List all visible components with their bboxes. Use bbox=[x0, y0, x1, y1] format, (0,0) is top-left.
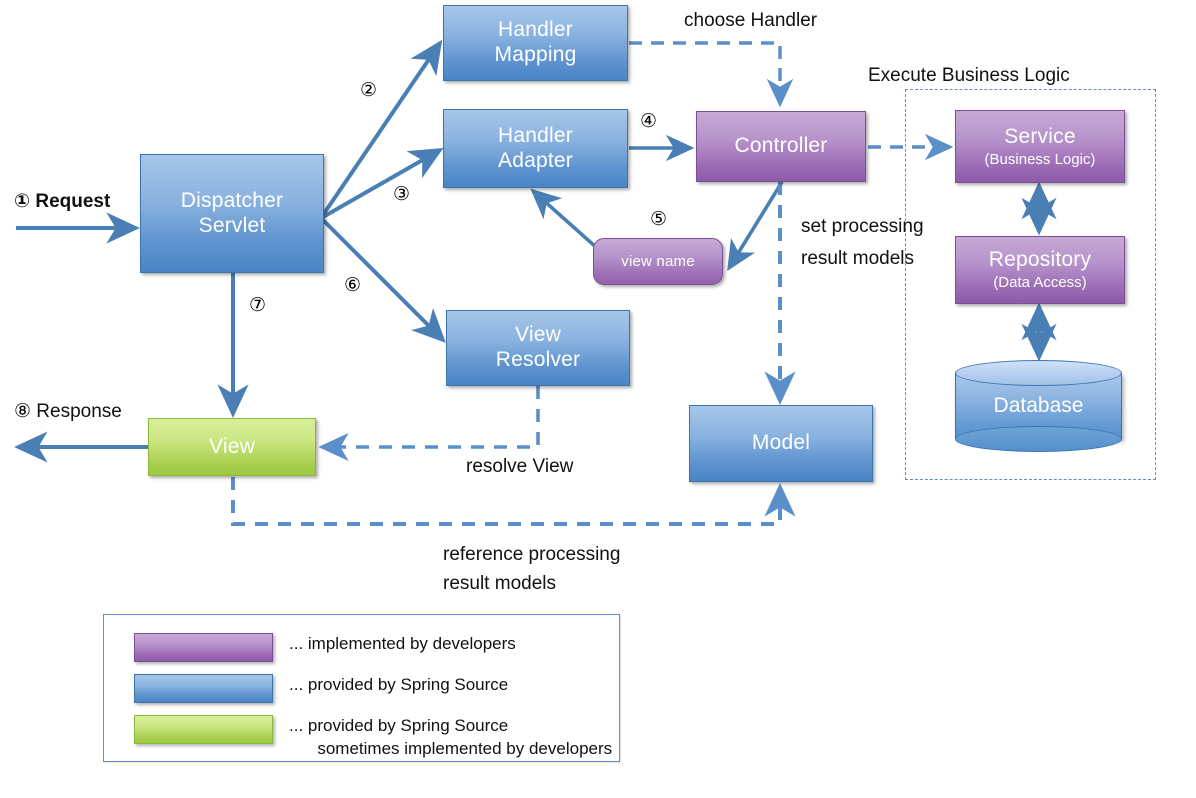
node-controller-label: Controller bbox=[734, 134, 828, 158]
node-database[interactable]: Database bbox=[955, 360, 1122, 452]
node-view-label: View bbox=[209, 434, 255, 458]
node-view-name-label: view name bbox=[621, 252, 695, 270]
label-response: ⑧ Response bbox=[14, 401, 122, 422]
database-cylinder-bottom bbox=[955, 426, 1122, 452]
wire-reference-processing-result-models bbox=[231, 477, 796, 526]
wire-5-view-name bbox=[727, 181, 784, 272]
node-handler-mapping-line1: Handler bbox=[498, 18, 573, 42]
node-view-name[interactable]: view name bbox=[593, 238, 723, 285]
node-dispatcher-servlet-line2: Servlet bbox=[198, 213, 266, 237]
label-reference-processing: reference processing bbox=[443, 544, 621, 565]
wire-2-handler-mapping bbox=[321, 39, 443, 217]
step-number-4: ④ bbox=[640, 111, 658, 132]
node-database-label: Database bbox=[993, 394, 1084, 417]
label-set-processing: set processing bbox=[801, 216, 924, 237]
label-resolve-view: resolve View bbox=[466, 456, 574, 477]
label-execute-business-logic: Execute Business Logic bbox=[868, 65, 1070, 86]
node-controller[interactable]: Controller bbox=[696, 111, 866, 182]
wire-6-view-resolver bbox=[321, 218, 446, 343]
legend-label-provided-by-spring-source: ... provided by Spring Source bbox=[289, 675, 509, 694]
node-handler-mapping-line2: Mapping bbox=[494, 43, 577, 66]
label-reference-result-models: result models bbox=[443, 573, 556, 594]
node-view-resolver-line2: Resolver bbox=[495, 348, 581, 371]
node-service-line1: Service bbox=[1004, 124, 1076, 148]
wire-3-handler-adapter bbox=[322, 148, 444, 219]
node-repository[interactable]: Repository (Data Access) bbox=[955, 236, 1125, 304]
node-service[interactable]: Service (Business Logic) bbox=[955, 110, 1125, 183]
legend-swatch-green bbox=[134, 715, 273, 744]
label-request: ① Request bbox=[14, 191, 111, 212]
node-handler-mapping[interactable]: Handler Mapping bbox=[443, 5, 628, 81]
node-handler-adapter[interactable]: Handler Adapter bbox=[443, 109, 628, 188]
legend-row-implemented-by-developers: ... implemented by developers bbox=[134, 633, 516, 662]
legend-box: ... implemented by developers ... provid… bbox=[103, 614, 620, 762]
step-number-6: ⑥ bbox=[344, 275, 362, 296]
node-repository-line1: Repository bbox=[988, 248, 1092, 272]
step-number-7: ⑦ bbox=[249, 295, 267, 316]
node-repository-line2: (Data Access) bbox=[993, 274, 1087, 292]
step-number-5: ⑤ bbox=[650, 209, 668, 230]
wire-view-name-to-handler-adapter bbox=[530, 188, 599, 250]
node-dispatcher-servlet-line1: Dispatcher bbox=[180, 188, 284, 212]
node-model[interactable]: Model bbox=[689, 405, 873, 482]
node-handler-adapter-line2: Adapter bbox=[498, 148, 573, 172]
node-view-resolver-line1: View bbox=[515, 323, 561, 347]
node-model-label: Model bbox=[751, 431, 811, 455]
step-number-2: ② bbox=[360, 80, 378, 101]
node-view[interactable]: View bbox=[148, 418, 316, 476]
legend-row-provided-sometimes-implemented: ... provided by Spring Source sometimes … bbox=[134, 715, 612, 761]
node-service-line2: (Business Logic) bbox=[984, 150, 1096, 168]
legend-swatch-blue bbox=[134, 674, 273, 703]
legend-row-provided-by-spring-source: ... provided by Spring Source bbox=[134, 674, 508, 703]
legend-label-provided-sometimes-implemented: ... provided by Spring Source sometimes … bbox=[289, 716, 613, 758]
wire-resolve-view bbox=[318, 386, 540, 462]
legend-label-implemented-by-developers: ... implemented by developers bbox=[289, 634, 516, 653]
execute-business-logic-panel bbox=[905, 89, 1156, 480]
legend-swatch-purple bbox=[134, 633, 273, 662]
node-view-resolver[interactable]: View Resolver bbox=[446, 310, 630, 386]
label-set-processing-result-models: result models bbox=[801, 248, 914, 269]
node-dispatcher-servlet[interactable]: Dispatcher Servlet bbox=[140, 154, 324, 273]
wire-choose-handler bbox=[629, 41, 794, 108]
label-choose-handler: choose Handler bbox=[684, 10, 818, 31]
node-handler-adapter-line1: Handler bbox=[498, 123, 573, 147]
step-number-3: ③ bbox=[393, 184, 411, 205]
